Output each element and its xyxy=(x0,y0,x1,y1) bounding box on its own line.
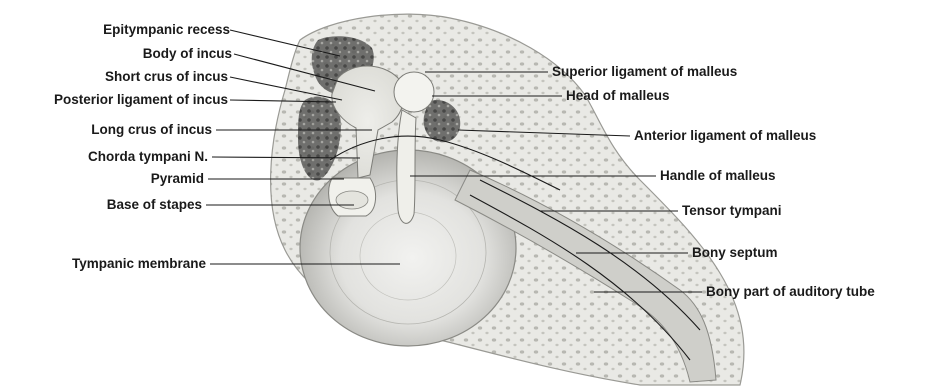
malleus-handle-shape xyxy=(397,110,416,223)
label-handle-of-malleus: Handle of malleus xyxy=(660,168,776,183)
labels-left: Epitympanic recess Body of incus Short c… xyxy=(54,22,232,271)
label-epitympanic-recess: Epitympanic recess xyxy=(103,22,230,37)
label-tympanic-membrane: Tympanic membrane xyxy=(72,256,207,271)
label-long-crus-of-incus: Long crus of incus xyxy=(91,122,212,137)
label-chorda-tympani-n: Chorda tympani N. xyxy=(88,149,208,164)
label-tensor-tympani: Tensor tympani xyxy=(682,203,782,218)
label-pyramid: Pyramid xyxy=(151,171,204,186)
label-bony-part-of-auditory-tube: Bony part of auditory tube xyxy=(706,284,875,299)
label-base-of-stapes: Base of stapes xyxy=(107,197,202,212)
label-head-of-malleus: Head of malleus xyxy=(566,88,670,103)
label-posterior-ligament-of-incus: Posterior ligament of incus xyxy=(54,92,228,107)
label-bony-septum: Bony septum xyxy=(692,245,778,260)
label-short-crus-of-incus: Short crus of incus xyxy=(105,69,228,84)
label-superior-ligament-of-malleus: Superior ligament of malleus xyxy=(552,64,737,79)
label-body-of-incus: Body of incus xyxy=(143,46,232,61)
label-anterior-ligament-of-malleus: Anterior ligament of malleus xyxy=(634,128,816,143)
malleus-head-shape xyxy=(394,72,434,112)
